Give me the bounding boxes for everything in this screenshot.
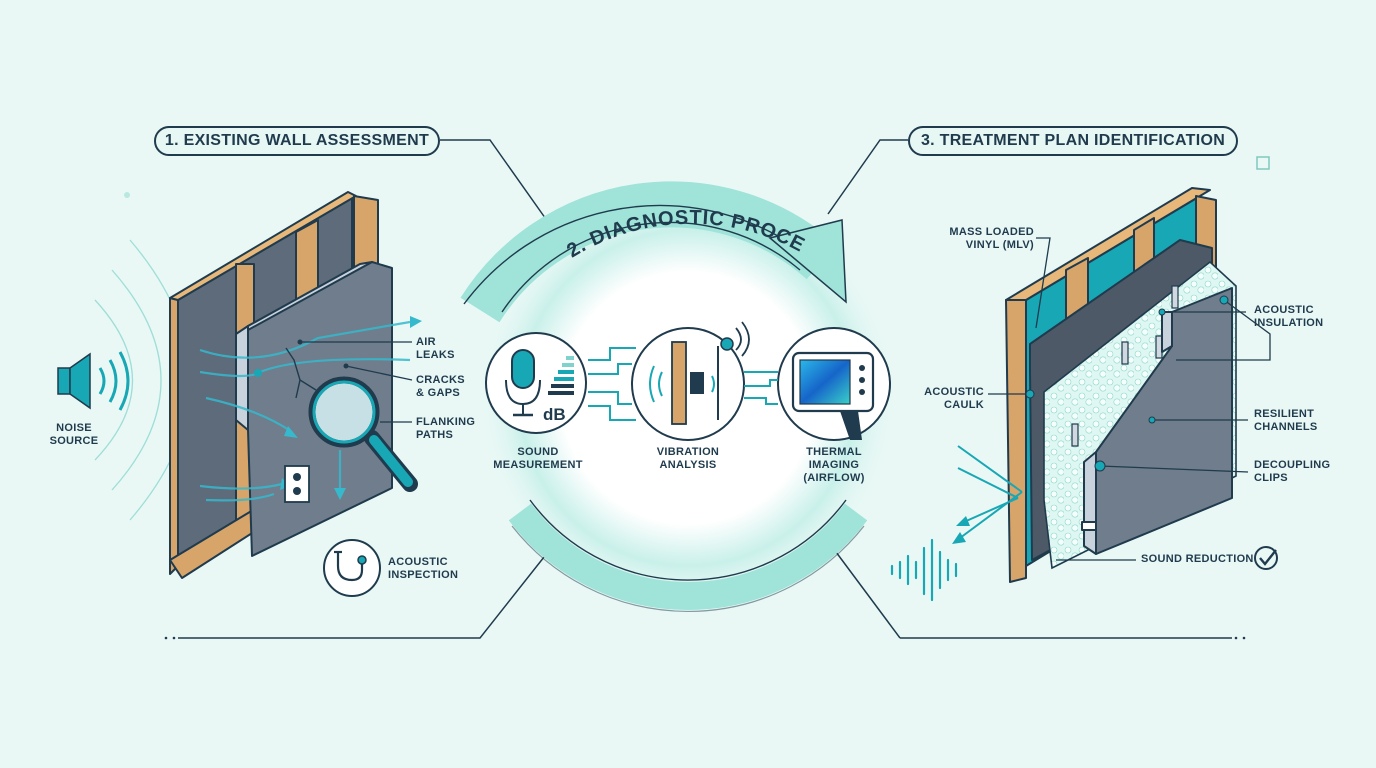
vibration-analysis-label: VIBRATION ANALYSIS xyxy=(640,446,736,472)
flanking-paths-line1: FLANKING xyxy=(416,416,476,428)
outlet-icon xyxy=(284,465,310,503)
vibration-analysis-line2: ANALYSIS xyxy=(659,459,717,471)
decoupling-clips-line1: DECOUPLING xyxy=(1254,459,1331,471)
flanking-paths-label: FLANKING PATHS xyxy=(416,416,475,442)
vibration-analysis-line1: VIBRATION xyxy=(656,446,720,458)
microphone-icon xyxy=(485,332,587,434)
noise-speaker-icon xyxy=(57,239,191,521)
left-leader-lines xyxy=(300,341,413,423)
connector-lines xyxy=(178,139,1232,639)
acoustic-caulk-line1: ACOUSTIC xyxy=(924,386,984,398)
deco-square xyxy=(1256,156,1270,170)
right-leader-lines xyxy=(988,237,1271,561)
flanking-paths-line2: PATHS xyxy=(416,429,454,441)
acoustic-insulation-line1: ACOUSTIC xyxy=(1254,304,1314,316)
air-leaks-line2: LEAKS xyxy=(416,349,455,361)
right-leader-dots xyxy=(1025,295,1229,472)
mlv-line2: VINYL (MLV) xyxy=(965,239,1034,251)
air-leak-arrows xyxy=(199,320,411,502)
sound-reflection-arrows xyxy=(957,445,1023,539)
mlv-label: MASS LOADED VINYL (MLV) xyxy=(930,226,1034,252)
sound-measurement-line1: SOUND xyxy=(517,446,559,458)
cracks-gaps-label: CRACKS & GAPS xyxy=(416,374,465,400)
dot-markers xyxy=(164,636,1246,640)
section-assessment-title: 1. EXISTING WALL ASSESSMENT xyxy=(154,126,440,156)
thermal-imaging-line3: (AIRFLOW) xyxy=(803,472,865,484)
mlv-line1: MASS LOADED xyxy=(949,226,1034,238)
noise-source-line2: SOURCE xyxy=(49,435,99,447)
signal-connectors xyxy=(588,347,778,421)
air-leaks-line1: AIR xyxy=(416,336,436,348)
reflection-arrow-heads xyxy=(952,516,970,544)
noise-source-line1: NOISE xyxy=(56,422,92,434)
sound-reduction-label: SOUND REDUCTION xyxy=(1141,553,1254,565)
noise-source-label: NOISE SOURCE xyxy=(44,422,104,448)
air-leaks-label: AIR LEAKS xyxy=(416,336,455,362)
acoustic-caulk-label: ACOUSTIC CAULK xyxy=(900,386,984,412)
leak-point xyxy=(254,369,262,377)
resilient-channels-line1: RESILIENT xyxy=(1254,408,1315,420)
decoupling-clips-line2: CLIPS xyxy=(1254,472,1288,484)
deco-dot xyxy=(124,192,130,198)
acoustic-inspection-line1: ACOUSTIC xyxy=(388,556,448,568)
reduced-soundwave-icon xyxy=(890,538,958,602)
resilient-channels-label: RESILIENT CHANNELS xyxy=(1254,408,1318,434)
acoustic-caulk-line2: CAULK xyxy=(944,399,984,411)
acoustic-insulation-line2: INSULATION xyxy=(1254,317,1324,329)
thermal-imaging-line1: THERMAL xyxy=(806,446,862,458)
checkmark-icon xyxy=(1254,546,1278,570)
sound-measurement-label: SOUND MEASUREMENT xyxy=(486,446,590,472)
vibration-icon xyxy=(631,321,750,441)
sound-measurement-line2: MEASUREMENT xyxy=(493,459,583,471)
decoupling-clips-label: DECOUPLING CLIPS xyxy=(1254,459,1330,485)
stethoscope-icon xyxy=(323,539,381,597)
left-leader-dots xyxy=(297,339,349,369)
resilient-channels-line2: CHANNELS xyxy=(1254,421,1318,433)
db-label: dB xyxy=(543,405,566,424)
acoustic-inspection-line2: INSPECTION xyxy=(388,569,459,581)
thermal-imaging-label: THERMAL IMAGING (AIRFLOW) xyxy=(794,446,874,485)
magnifier-icon xyxy=(308,376,418,492)
cracks-gaps-line2: & GAPS xyxy=(416,387,460,399)
thermal-camera-icon xyxy=(777,327,891,441)
crack-lines xyxy=(285,347,317,399)
thermal-imaging-line2: IMAGING xyxy=(808,459,860,471)
section-treatment-title: 3. TREATMENT PLAN IDENTIFICATION xyxy=(908,126,1238,156)
acoustic-inspection-label: ACOUSTIC INSPECTION xyxy=(388,556,458,582)
acoustic-insulation-label: ACOUSTIC INSULATION xyxy=(1254,304,1323,330)
cracks-gaps-line1: CRACKS xyxy=(416,374,465,386)
